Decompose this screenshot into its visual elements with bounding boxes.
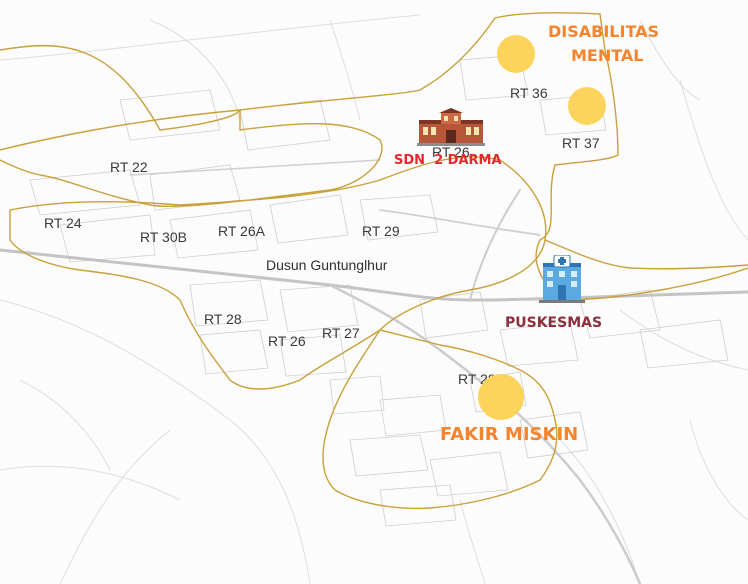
- disability-label-line1: DISABILITAS: [548, 22, 660, 41]
- rt-label-29: RT 29: [362, 223, 400, 239]
- boundary-rt22: [0, 109, 383, 207]
- rt-label-26-north: RT 26: [432, 144, 470, 160]
- rt-label-36: RT 36: [510, 85, 548, 101]
- poverty-label: FAKIR MISKIN: [440, 424, 579, 445]
- rt-label-22: RT 22: [110, 159, 148, 175]
- rt-boundaries: [0, 12, 748, 510]
- boundary-north: [0, 12, 748, 301]
- boundary-south: [322, 329, 558, 510]
- hospital-building-icon: [539, 255, 585, 303]
- background-streets: [0, 14, 748, 584]
- rt-label-37: RT 37: [562, 135, 600, 151]
- rt-label-26-south: RT 26: [268, 333, 306, 349]
- clinic-label: PUSKESMAS: [505, 315, 603, 331]
- boundary-central: [9, 156, 547, 390]
- rt-label-26a: RT 26A: [218, 223, 265, 239]
- disability-label-line2: MENTAL: [571, 46, 644, 65]
- rt-label-24: RT 24: [44, 215, 82, 231]
- school-building-icon: [417, 108, 485, 146]
- rt-label-30b: RT 30B: [140, 229, 187, 245]
- poverty-marker[interactable]: [478, 374, 524, 420]
- school-label: SDN 2 DARMA: [394, 153, 502, 168]
- disability-marker-1[interactable]: [497, 35, 535, 73]
- disability-marker-2[interactable]: [568, 87, 606, 125]
- rt-label-27: RT 27: [322, 325, 360, 341]
- rt-label-28: RT 28: [204, 311, 242, 327]
- hamlet-label: Dusun Guntunglhur: [266, 257, 388, 273]
- boundary-east: [544, 239, 748, 270]
